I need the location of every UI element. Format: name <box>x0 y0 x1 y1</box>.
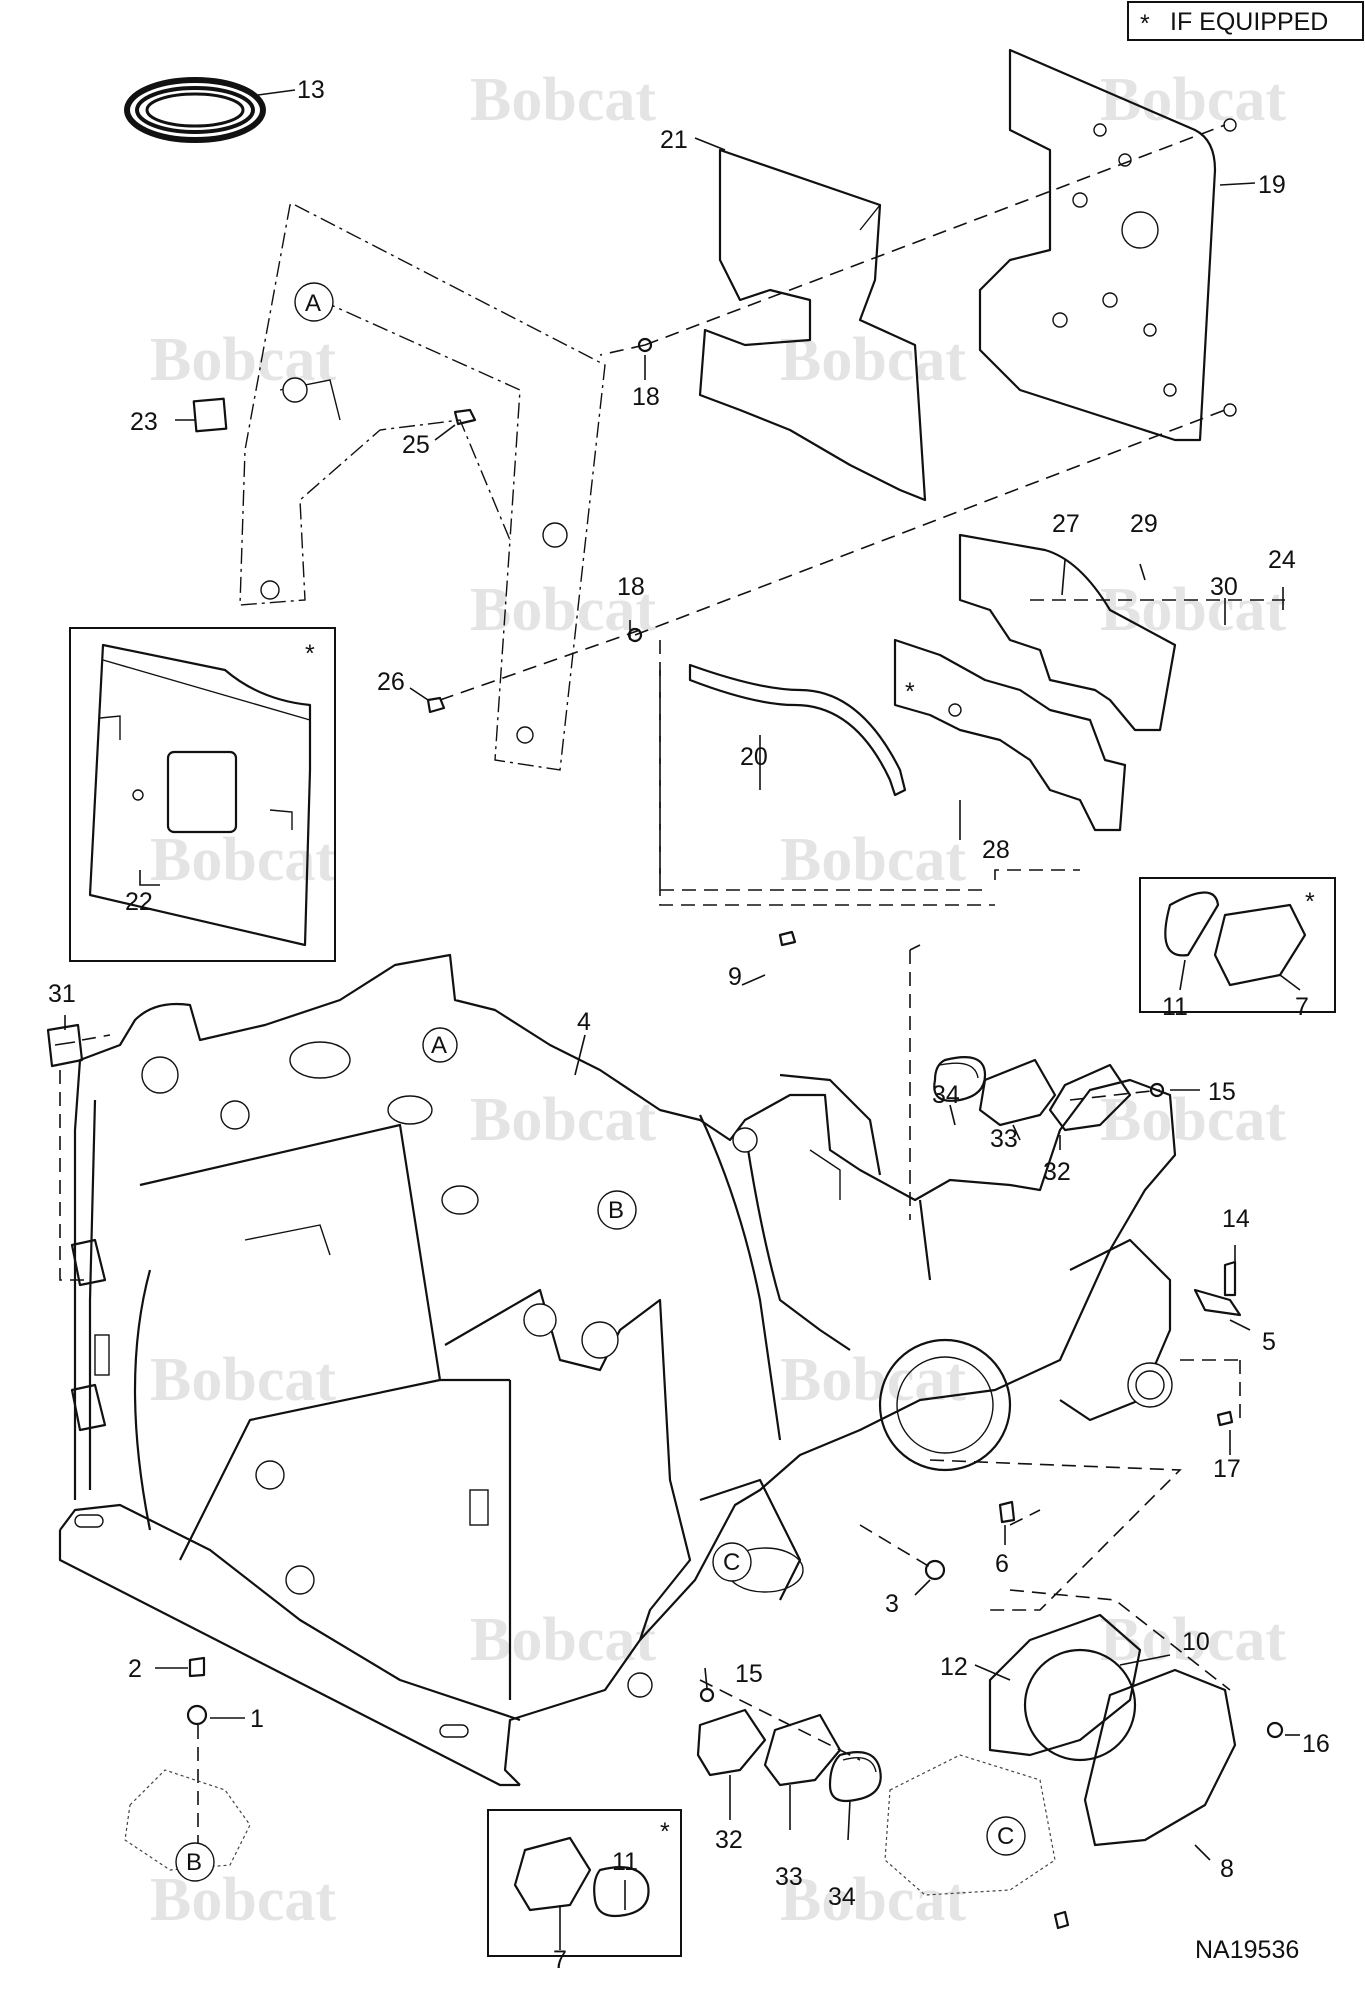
assembly-lines-mid <box>659 670 990 891</box>
part-28-plate: * <box>893 638 1127 832</box>
watermark: Bobcat <box>780 1346 966 1414</box>
callout-25: 25 <box>402 431 430 459</box>
watermark: Bobcat <box>1100 66 1286 134</box>
seal-set-upper <box>909 944 1165 1220</box>
callout-9: 9 <box>728 963 742 991</box>
watermark: Bobcat <box>470 1606 656 1674</box>
callout-11-top: 11 <box>1162 993 1188 1021</box>
part-31-bracket <box>46 1023 111 1281</box>
figure-id: NA19536 <box>1195 1936 1299 1964</box>
callout-15-bottom: 15 <box>735 1660 763 1688</box>
callout-21: 21 <box>660 126 688 154</box>
ref-letter-b-pad: B <box>186 1849 202 1876</box>
ref-letter-c-cover: C <box>997 1823 1014 1850</box>
callout-15-top: 15 <box>1208 1078 1236 1106</box>
callout-33-top: 33 <box>990 1125 1018 1153</box>
callout-10: 10 <box>1182 1628 1210 1656</box>
callout-17: 17 <box>1213 1455 1241 1483</box>
callout-34-top: 34 <box>932 1081 960 1109</box>
fasteners-main <box>186 930 1242 1850</box>
watermark: Bobcat <box>150 1866 336 1934</box>
callout-6: 6 <box>995 1550 1009 1578</box>
if-equipped-legend: * IF EQUIPPED <box>1127 1 1364 41</box>
callout-22: 22 <box>125 888 153 916</box>
callout-7-top: 7 <box>1295 993 1309 1021</box>
ref-letter-a-upper: A <box>305 290 321 317</box>
marker-if-equipped: * <box>660 1818 670 1846</box>
part-19-side-plate <box>978 48 1237 442</box>
callout-4: 4 <box>577 1008 591 1036</box>
watermark: Bobcat <box>150 1346 336 1414</box>
watermark: Bobcat <box>780 826 966 894</box>
callout-26: 26 <box>377 668 405 696</box>
watermark: Bobcat <box>470 576 656 644</box>
small-hardware-upper <box>192 337 653 714</box>
watermark: Bobcat <box>780 326 966 394</box>
detail-box-seal-top: * <box>1139 877 1336 1013</box>
part-upright-panel-A <box>239 204 606 771</box>
callout-24: 24 <box>1268 546 1296 574</box>
callout-31: 31 <box>48 980 76 1008</box>
marker-if-equipped: * <box>905 678 915 706</box>
seal-set-lower <box>696 1679 1070 1930</box>
callout-32-bottom: 32 <box>715 1826 743 1854</box>
callout-7-bottom: 7 <box>553 1946 567 1974</box>
reference-letters: A A B B C C <box>175 282 1026 1882</box>
callout-11-bottom: 11 <box>612 1848 638 1876</box>
part-27-plate <box>958 533 1177 732</box>
callout-34-bottom: 34 <box>828 1883 856 1911</box>
callout-3: 3 <box>885 1590 899 1618</box>
callout-14: 14 <box>1222 1205 1250 1233</box>
watermark: Bobcat <box>1100 576 1286 644</box>
callout-numbers: 1 2 3 4 5 6 7 7 8 9 10 11 11 12 13 14 15… <box>48 76 1330 1974</box>
ghost-pad-B <box>124 1769 251 1871</box>
callout-27: 27 <box>1052 510 1080 538</box>
ref-letter-b-frame: B <box>608 1197 624 1224</box>
callout-19: 19 <box>1258 171 1286 199</box>
callout-2: 2 <box>128 1655 142 1683</box>
detail-box-22: * <box>69 627 336 962</box>
callout-1: 1 <box>250 1705 264 1733</box>
callout-29: 29 <box>1130 510 1158 538</box>
legend-symbol: * <box>1140 10 1150 38</box>
watermark: Bobcat <box>470 66 656 134</box>
callout-18-upper: 18 <box>632 383 660 411</box>
callout-8: 8 <box>1220 1855 1234 1883</box>
watermark: Bobcat <box>470 1086 656 1154</box>
part-20-strip <box>688 663 907 797</box>
watermarks: Bobcat Bobcat Bobcat Bobcat Bobcat Bobca… <box>150 66 1286 1934</box>
callout-13: 13 <box>297 76 325 104</box>
callout-30: 30 <box>1210 573 1238 601</box>
legend-text: IF EQUIPPED <box>1170 8 1328 36</box>
marker-if-equipped: * <box>1305 888 1315 916</box>
part-21-shield <box>698 148 927 502</box>
callout-5: 5 <box>1262 1328 1276 1356</box>
callout-20: 20 <box>740 743 768 771</box>
part-4-main-frame <box>58 953 1177 1787</box>
detail-box-seal-bottom: * <box>487 1809 682 1957</box>
watermark: Bobcat <box>780 1866 966 1934</box>
leader-lines <box>64 137 1301 1950</box>
ref-letter-a-frame: A <box>431 1032 447 1059</box>
callout-28: 28 <box>982 836 1010 864</box>
callout-33-bottom: 33 <box>775 1863 803 1891</box>
cover-plates <box>988 1589 1284 1847</box>
callout-32-top: 32 <box>1043 1158 1071 1186</box>
ref-letter-c-frame: C <box>723 1549 740 1576</box>
watermark: Bobcat <box>150 826 336 894</box>
callout-18-lower: 18 <box>617 573 645 601</box>
callout-12: 12 <box>940 1653 968 1681</box>
callout-23: 23 <box>130 408 158 436</box>
watermark: Bobcat <box>1100 1086 1286 1154</box>
callout-16: 16 <box>1302 1730 1330 1758</box>
marker-if-equipped: * <box>305 640 315 668</box>
part-13-hose <box>124 77 296 143</box>
assembly-lines-upper <box>439 124 1285 906</box>
